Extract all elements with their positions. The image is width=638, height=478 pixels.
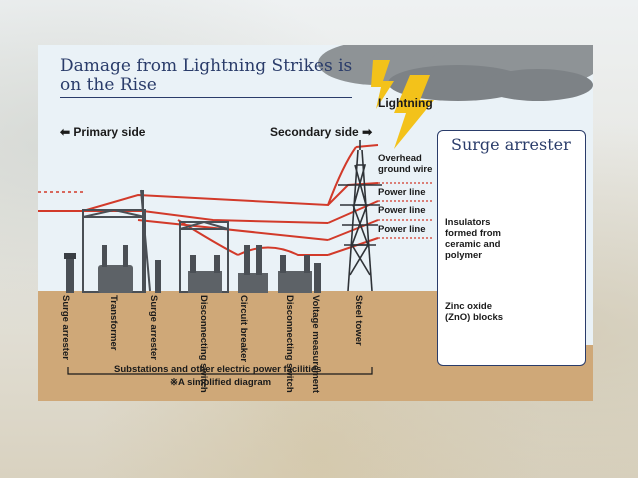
- lightning-label: Lightning: [378, 96, 433, 110]
- diagram-slide: Damage from Lightning Strikes is on the …: [38, 45, 593, 401]
- primary-side-text: Primary side: [73, 125, 146, 139]
- footer-caption: Substations and other electric power fac…: [114, 364, 322, 375]
- ground: [38, 291, 437, 401]
- label-disconnecting-switch-2: Disconnecting switch: [284, 295, 295, 393]
- page-title: Damage from Lightning Strikes is on the …: [60, 57, 352, 95]
- label-disconnecting-switch-1: Disconnecting switch: [198, 295, 209, 393]
- label-transformer: Transformer: [108, 295, 119, 351]
- label-surge-arrester-2: Surge arrester: [148, 295, 159, 360]
- label-voltage-measurement: Voltage measurement: [310, 295, 321, 394]
- label-circuit-breaker: Circuit breaker: [238, 295, 249, 363]
- secondary-side-text: Secondary side: [270, 125, 359, 139]
- steel-tower: [338, 140, 382, 292]
- primary-side-label: ⬅ Primary side: [60, 125, 145, 139]
- surge-arrester-title: Surge arrester: [451, 135, 571, 154]
- footer-bracket: [67, 367, 373, 375]
- lightning-bolt-icon: [394, 75, 434, 149]
- secondary-side-label: Secondary side ➡: [270, 125, 372, 139]
- zno-blocks-label: Zinc oxide (ZnO) blocks: [445, 301, 504, 323]
- power-lines: [38, 144, 379, 256]
- wire-label-ground: Overhead ground wire: [378, 153, 433, 175]
- arrow-right-icon: ➡: [362, 125, 373, 139]
- label-surge-arrester-1: Surge arrester: [60, 295, 71, 360]
- surge-arrester-panel: [437, 130, 586, 366]
- title-line-2: on the Rise: [60, 75, 157, 95]
- arrow-left-icon: ⬅: [60, 125, 71, 139]
- label-steel-tower: Steel tower: [353, 295, 364, 346]
- footer-note: ※A simplified diagram: [170, 377, 272, 388]
- wire-label-power-1: Power line: [378, 187, 426, 198]
- wire-label-power-2: Power line: [378, 205, 426, 216]
- storm-cloud: [318, 45, 593, 101]
- lightning-bolt-icon: [371, 60, 394, 109]
- title-divider: [60, 97, 352, 98]
- title-line-1: Damage from Lightning Strikes is: [60, 56, 353, 76]
- diagram-graphics: [38, 45, 593, 401]
- wire-label-power-3: Power line: [378, 224, 426, 235]
- insulators-label: Insulators formed from ceramic and polym…: [445, 217, 501, 261]
- equipment-shapes: [64, 245, 321, 293]
